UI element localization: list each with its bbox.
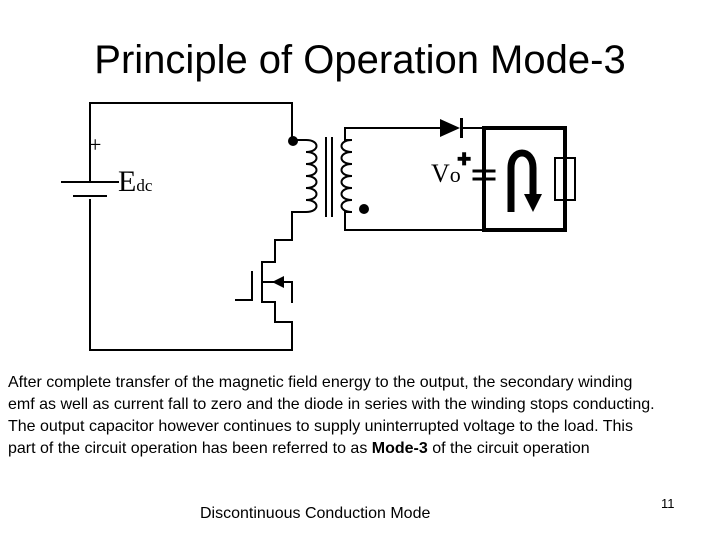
output-voltage-label: Vo — [431, 159, 461, 188]
output-current-loop — [482, 126, 567, 232]
slide-title: Principle of Operation Mode-3 — [94, 38, 626, 82]
primary-winding — [291, 139, 318, 213]
description-line-2: emf as well as current fall to zero and … — [8, 396, 655, 413]
mode-3-emphasis: Mode-3 — [371, 440, 428, 457]
secondary-winding — [340, 127, 353, 231]
diode-bar — [460, 118, 463, 138]
primary-dot — [288, 136, 298, 146]
diode-triangle — [440, 119, 460, 137]
description-paragraph: After complete transfer of the magnetic … — [8, 372, 720, 460]
source-plus-label: + — [89, 132, 101, 157]
input-wire-primary-bottom — [274, 211, 293, 263]
current-flow-icon — [507, 149, 542, 212]
slide-footer: Discontinuous Conduction Mode — [200, 505, 431, 522]
secondary-dot — [359, 204, 369, 214]
output-wire-top — [344, 127, 566, 159]
description-line-1: After complete transfer of the magnetic … — [8, 374, 633, 391]
input-wire-switch-bottom — [89, 301, 293, 351]
mosfet-arrow — [272, 276, 284, 288]
source-label: Edc — [118, 165, 153, 198]
output-plus-label: ✚ — [457, 150, 471, 169]
description-line-4: part of the circuit operation has been r… — [8, 440, 590, 457]
page-number: 11 — [661, 496, 675, 511]
flyback-circuit-diagram: + Edc Vo ✚ — [61, 102, 576, 351]
description-line-3: The output capacitor however continues t… — [8, 418, 633, 435]
input-wire-top — [89, 102, 293, 141]
